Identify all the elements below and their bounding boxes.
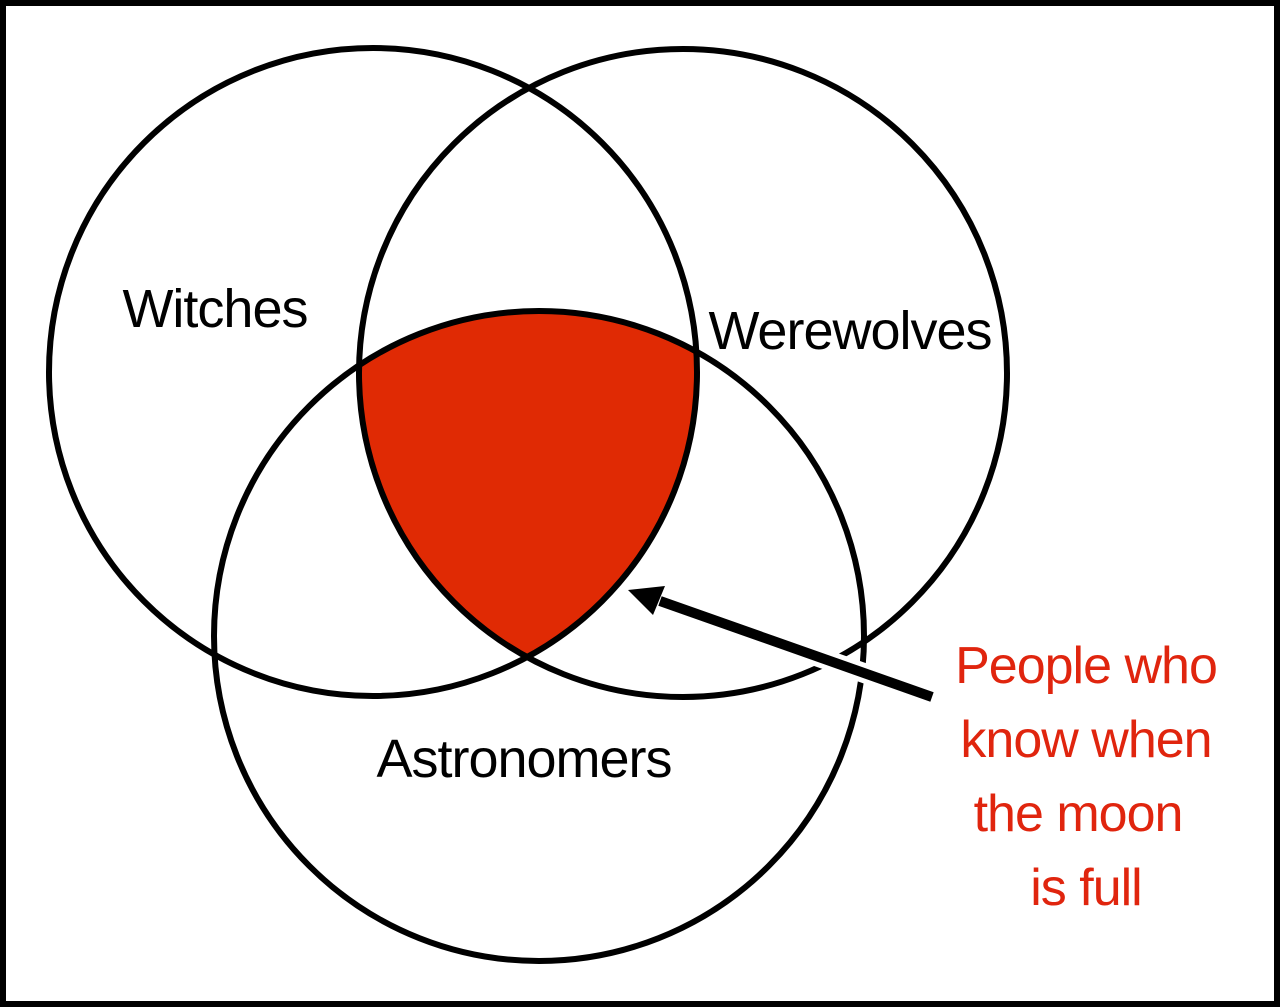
annotation-line: the moon <box>974 785 1183 843</box>
werewolves-circle <box>356 46 1010 700</box>
witches-circle <box>46 45 700 699</box>
annotation-line: People who <box>955 637 1217 695</box>
annotation-line: know when <box>960 711 1211 769</box>
arrow-left-up-icon <box>628 586 936 707</box>
set-label-werewolves: Werewolves <box>708 301 991 361</box>
annotation-line: is full <box>1030 859 1141 917</box>
set-label-astronomers: Astronomers <box>376 729 671 789</box>
intersection-annotation: People who know when the moon is full <box>955 637 1218 917</box>
astronomers-circle <box>211 308 867 964</box>
set-label-witches: Witches <box>122 279 307 339</box>
